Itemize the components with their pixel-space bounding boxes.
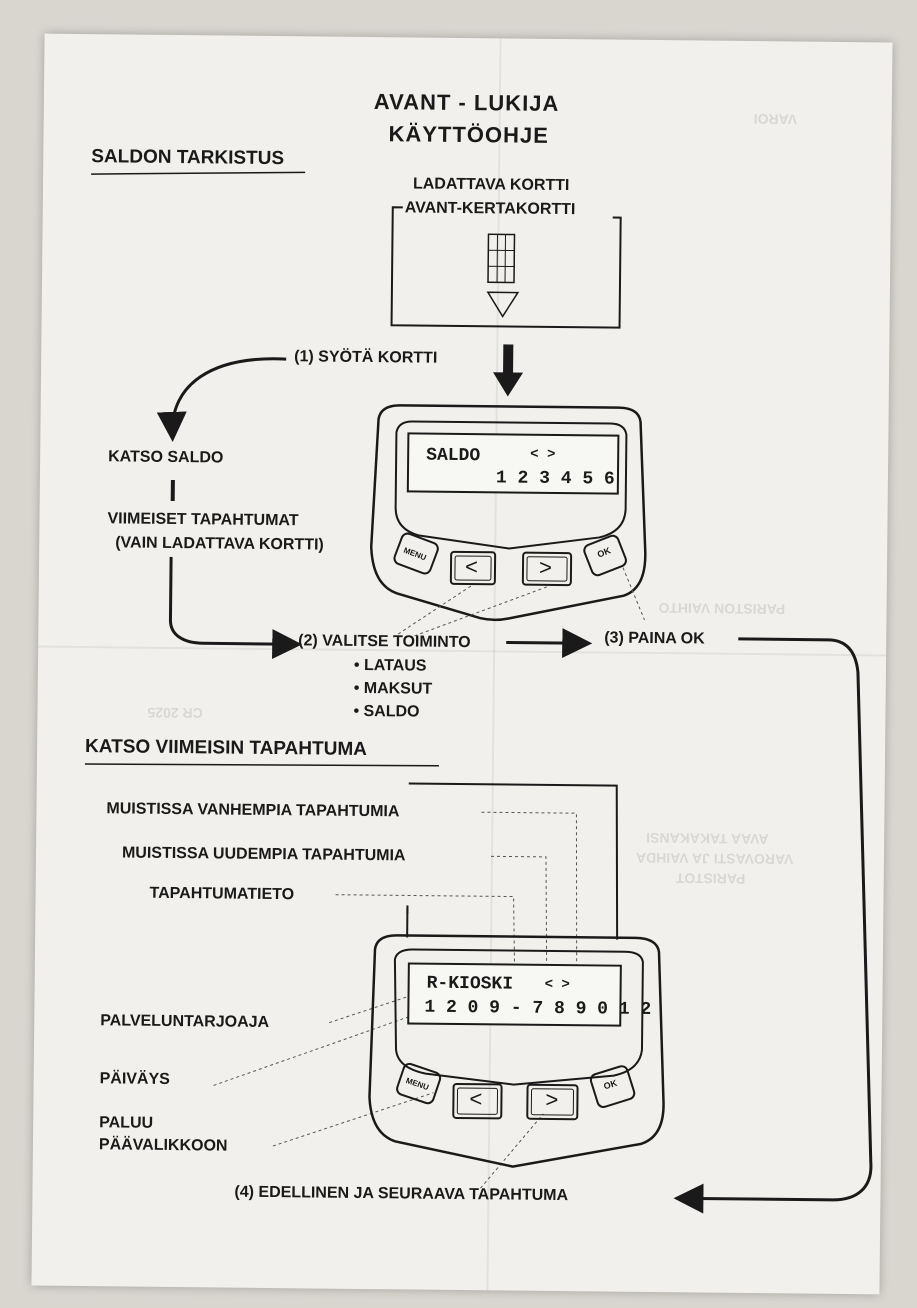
- step-label: (4) EDELLINEN JA SEURAAVA TAPAHTUMA: [234, 1183, 569, 1205]
- right-button: [521, 551, 573, 587]
- lcd-arrows: < >: [530, 446, 556, 463]
- callout-label: TAPAHTUMATIETO: [149, 884, 295, 904]
- right-button-label: >: [545, 1086, 559, 1113]
- step-label: (3) PAINA OK: [604, 629, 705, 648]
- ok-button: [589, 1065, 636, 1108]
- heading-underline: [84, 763, 439, 767]
- callout-label: PALVELUNTARJOAJA: [100, 1012, 270, 1031]
- card-label: LADATTAVA KORTTI: [412, 175, 570, 195]
- menu-button: [393, 532, 439, 575]
- step-label: (2) VALITSE TOIMINTO: [298, 632, 471, 652]
- lcd-line2: 1 2 0 9 - 7 8 9 0 1 2: [424, 997, 652, 1020]
- lcd-line1: R-KIOSKI: [426, 973, 514, 995]
- heading-underline: [91, 171, 306, 175]
- option-label: KATSO SALDO: [108, 448, 224, 467]
- page-subtitle: KÄYTTÖOHJE: [388, 121, 550, 148]
- flow-arrow: [506, 628, 593, 659]
- diagram-art: [84, 171, 873, 1214]
- flow-arrow: [168, 556, 303, 660]
- card-reader-device: [369, 404, 647, 622]
- menu-button: [396, 1062, 442, 1105]
- left-button: [452, 1082, 503, 1120]
- chip-icon: [487, 233, 516, 284]
- flow-arrow: [156, 357, 287, 442]
- callout-label: PÄIVÄYS: [99, 1070, 170, 1088]
- ok-button: [583, 534, 627, 577]
- card-slot-box: [390, 206, 622, 329]
- instruction-sheet: VAROI PARISTON VAIHTO CR 2025 AVAA TAKAK…: [31, 33, 893, 1295]
- callout-label: MUISTISSA UUDEMPIA TAPAHTUMIA: [121, 844, 406, 865]
- callout-label: MUISTISSA VANHEMPIA TAPAHTUMIA: [106, 800, 400, 821]
- insert-triangle-icon: [486, 291, 520, 318]
- step-label: (1) SYÖTÄ KORTTI: [294, 348, 438, 367]
- insert-arrow-icon: [493, 344, 524, 397]
- option-label: (VAIN LADATTAVA KORTTI): [115, 534, 324, 554]
- callout-label: PALUU: [99, 1114, 154, 1132]
- page-title: AVANT - LUKIJA: [373, 89, 560, 116]
- memory-indicator-bracket: [408, 782, 619, 940]
- section-heading: KATSO VIIMEISIN TAPAHTUMA: [85, 736, 368, 761]
- right-button: [526, 1083, 579, 1121]
- left-button-label: <: [464, 554, 479, 580]
- menu-option: • LATAUS: [353, 656, 427, 675]
- left-button: [449, 550, 497, 586]
- lcd-line1: SALDO: [426, 445, 481, 467]
- menu-option: • MAKSUT: [353, 679, 433, 698]
- lcd-line2: 1 2 3 4 5 6: [495, 468, 615, 490]
- section-heading: SALDON TARKISTUS: [91, 146, 285, 170]
- right-button-label: >: [538, 554, 553, 580]
- option-label: VIIMEISET TAPAHTUMAT: [107, 510, 299, 530]
- left-button-label: <: [469, 1086, 483, 1112]
- card-reader-device: [368, 934, 665, 1168]
- menu-option: • SALDO: [353, 702, 420, 721]
- callout-label: PÄÄVALIKKOON: [98, 1136, 228, 1155]
- flow-arrow: [673, 637, 873, 1214]
- card-label: AVANT-KERTAKORTTI: [404, 199, 576, 219]
- lcd-arrows: < >: [544, 976, 570, 994]
